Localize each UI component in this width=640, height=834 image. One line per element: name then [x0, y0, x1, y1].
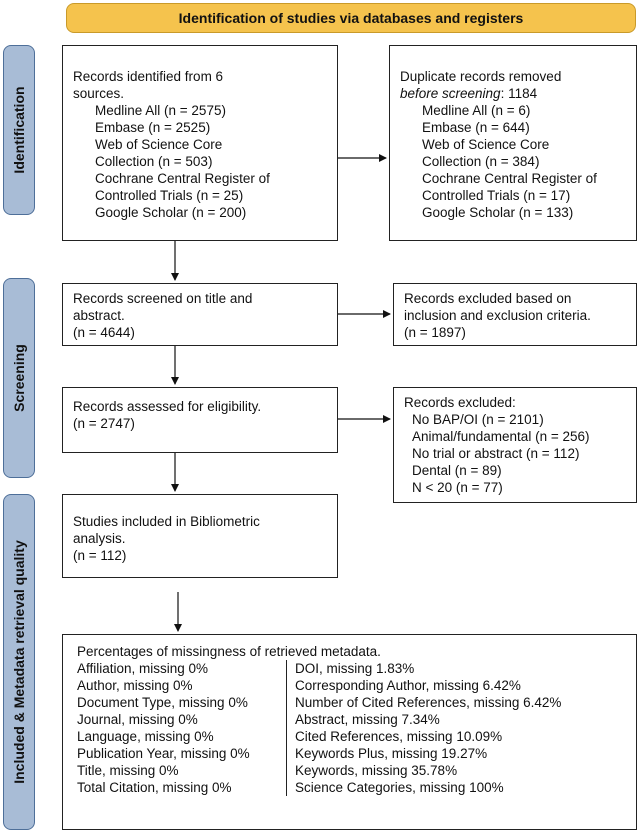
- identified-item: Embase (n = 2525): [95, 120, 211, 135]
- metadata-missingness-box: Percentages of missingness of retrieved …: [62, 634, 637, 830]
- studies-included-box: Studies included in Bibliometric analysi…: [62, 494, 338, 578]
- records-screened-box: Records screened on title and abstract. …: [62, 283, 338, 346]
- missingness-item: Corresponding Author, missing 6.42%: [295, 678, 521, 693]
- included-count: (n = 112): [73, 548, 127, 563]
- missingness-item: Abstract, missing 7.34%: [295, 712, 440, 727]
- duplicates-title-1: Duplicate records removed: [400, 69, 562, 84]
- identified-list: Medline All (n = 2575) Embase (n = 2525)…: [73, 102, 327, 221]
- duplicates-list: Medline All (n = 6) Embase (n = 644) Web…: [400, 102, 626, 221]
- identified-item: Controlled Trials (n = 25): [95, 188, 244, 203]
- banner-title: Identification of studies via databases …: [66, 3, 636, 33]
- identified-item: Medline All (n = 2575): [95, 103, 226, 118]
- duplicates-title-count: : 1184: [500, 86, 538, 101]
- excluded-criteria-line-1: Records excluded based on: [404, 291, 572, 306]
- excluded-item: Animal/fundamental (n = 256): [412, 429, 590, 444]
- eligibility-count: (n = 2747): [73, 416, 135, 431]
- excluded-list: No BAP/OI (n = 2101) Animal/fundamental …: [404, 411, 626, 496]
- missingness-item: Language, missing 0%: [77, 729, 214, 744]
- records-excluded-box: Records excluded: No BAP/OI (n = 2101) A…: [393, 387, 637, 503]
- identified-item: Cochrane Central Register of: [95, 171, 270, 186]
- screened-line-2: abstract.: [73, 308, 125, 323]
- missingness-item: Keywords, missing 35.78%: [295, 763, 458, 778]
- duplicates-item: Collection (n = 384): [422, 154, 540, 169]
- missingness-item: Author, missing 0%: [77, 678, 193, 693]
- missingness-left-column: Affiliation, missing 0% Author, missing …: [77, 660, 287, 796]
- eligibility-line-1: Records assessed for eligibility.: [73, 399, 262, 414]
- phase-included: Included & Metadata retrieval quality: [3, 494, 35, 830]
- excluded-item: No trial or abstract (n = 112): [412, 446, 580, 461]
- duplicates-item: Embase (n = 644): [422, 120, 530, 135]
- missingness-item: Keywords Plus, missing 19.27%: [295, 746, 488, 761]
- phase-screening: Screening: [3, 278, 35, 478]
- identified-item: Web of Science Core: [95, 137, 223, 152]
- excluded-title: Records excluded:: [404, 395, 516, 410]
- missingness-item: Title, missing 0%: [77, 763, 179, 778]
- screened-count: (n = 4644): [73, 325, 135, 340]
- duplicates-title-italic: before screening: [400, 86, 501, 101]
- duplicates-item: Medline All (n = 6): [422, 103, 531, 118]
- excluded-item: No BAP/OI (n = 2101): [412, 412, 544, 427]
- excluded-item: N < 20 (n = 77): [412, 480, 503, 495]
- missingness-item: Cited References, missing 10.09%: [295, 729, 503, 744]
- duplicates-item: Controlled Trials (n = 17): [422, 188, 571, 203]
- missingness-title: Percentages of missingness of retrieved …: [77, 644, 381, 659]
- duplicates-title-2: before screening: 1184: [400, 85, 626, 102]
- identified-item: Google Scholar (n = 200): [95, 205, 247, 220]
- eligibility-box: Records assessed for eligibility. (n = 2…: [62, 387, 338, 453]
- duplicates-removed-box: Duplicate records removed before screeni…: [389, 45, 637, 241]
- identified-title-1: Records identified from 6: [73, 69, 224, 84]
- missingness-item: Affiliation, missing 0%: [77, 661, 209, 676]
- missingness-item: DOI, missing 1.83%: [295, 661, 415, 676]
- identified-title-2: sources.: [73, 86, 125, 101]
- missingness-right-column: DOI, missing 1.83% Corresponding Author,…: [295, 660, 626, 796]
- missingness-item: Publication Year, missing 0%: [77, 746, 250, 761]
- included-line-2: analysis.: [73, 531, 126, 546]
- screened-line-1: Records screened on title and: [73, 291, 253, 306]
- duplicates-item: Cochrane Central Register of: [422, 171, 597, 186]
- excluded-criteria-line-2: inclusion and exclusion criteria.: [404, 308, 591, 323]
- phase-identification: Identification: [3, 45, 35, 215]
- missingness-table: Affiliation, missing 0% Author, missing …: [77, 660, 626, 796]
- missingness-item: Total Citation, missing 0%: [77, 780, 232, 795]
- duplicates-item: Google Scholar (n = 133): [422, 205, 574, 220]
- excluded-item: Dental (n = 89): [412, 463, 502, 478]
- missingness-item: Document Type, missing 0%: [77, 695, 248, 710]
- records-identified-box: Records identified from 6 sources. Medli…: [62, 45, 338, 241]
- excluded-criteria-box: Records excluded based on inclusion and …: [393, 283, 637, 346]
- missingness-item: Number of Cited References, missing 6.42…: [295, 695, 562, 710]
- excluded-criteria-count: (n = 1897): [404, 325, 466, 340]
- identified-item: Collection (n = 503): [95, 154, 213, 169]
- duplicates-item: Web of Science Core: [422, 137, 550, 152]
- missingness-item: Journal, missing 0%: [77, 712, 198, 727]
- included-line-1: Studies included in Bibliometric: [73, 514, 260, 529]
- missingness-item: Science Categories, missing 100%: [295, 780, 504, 795]
